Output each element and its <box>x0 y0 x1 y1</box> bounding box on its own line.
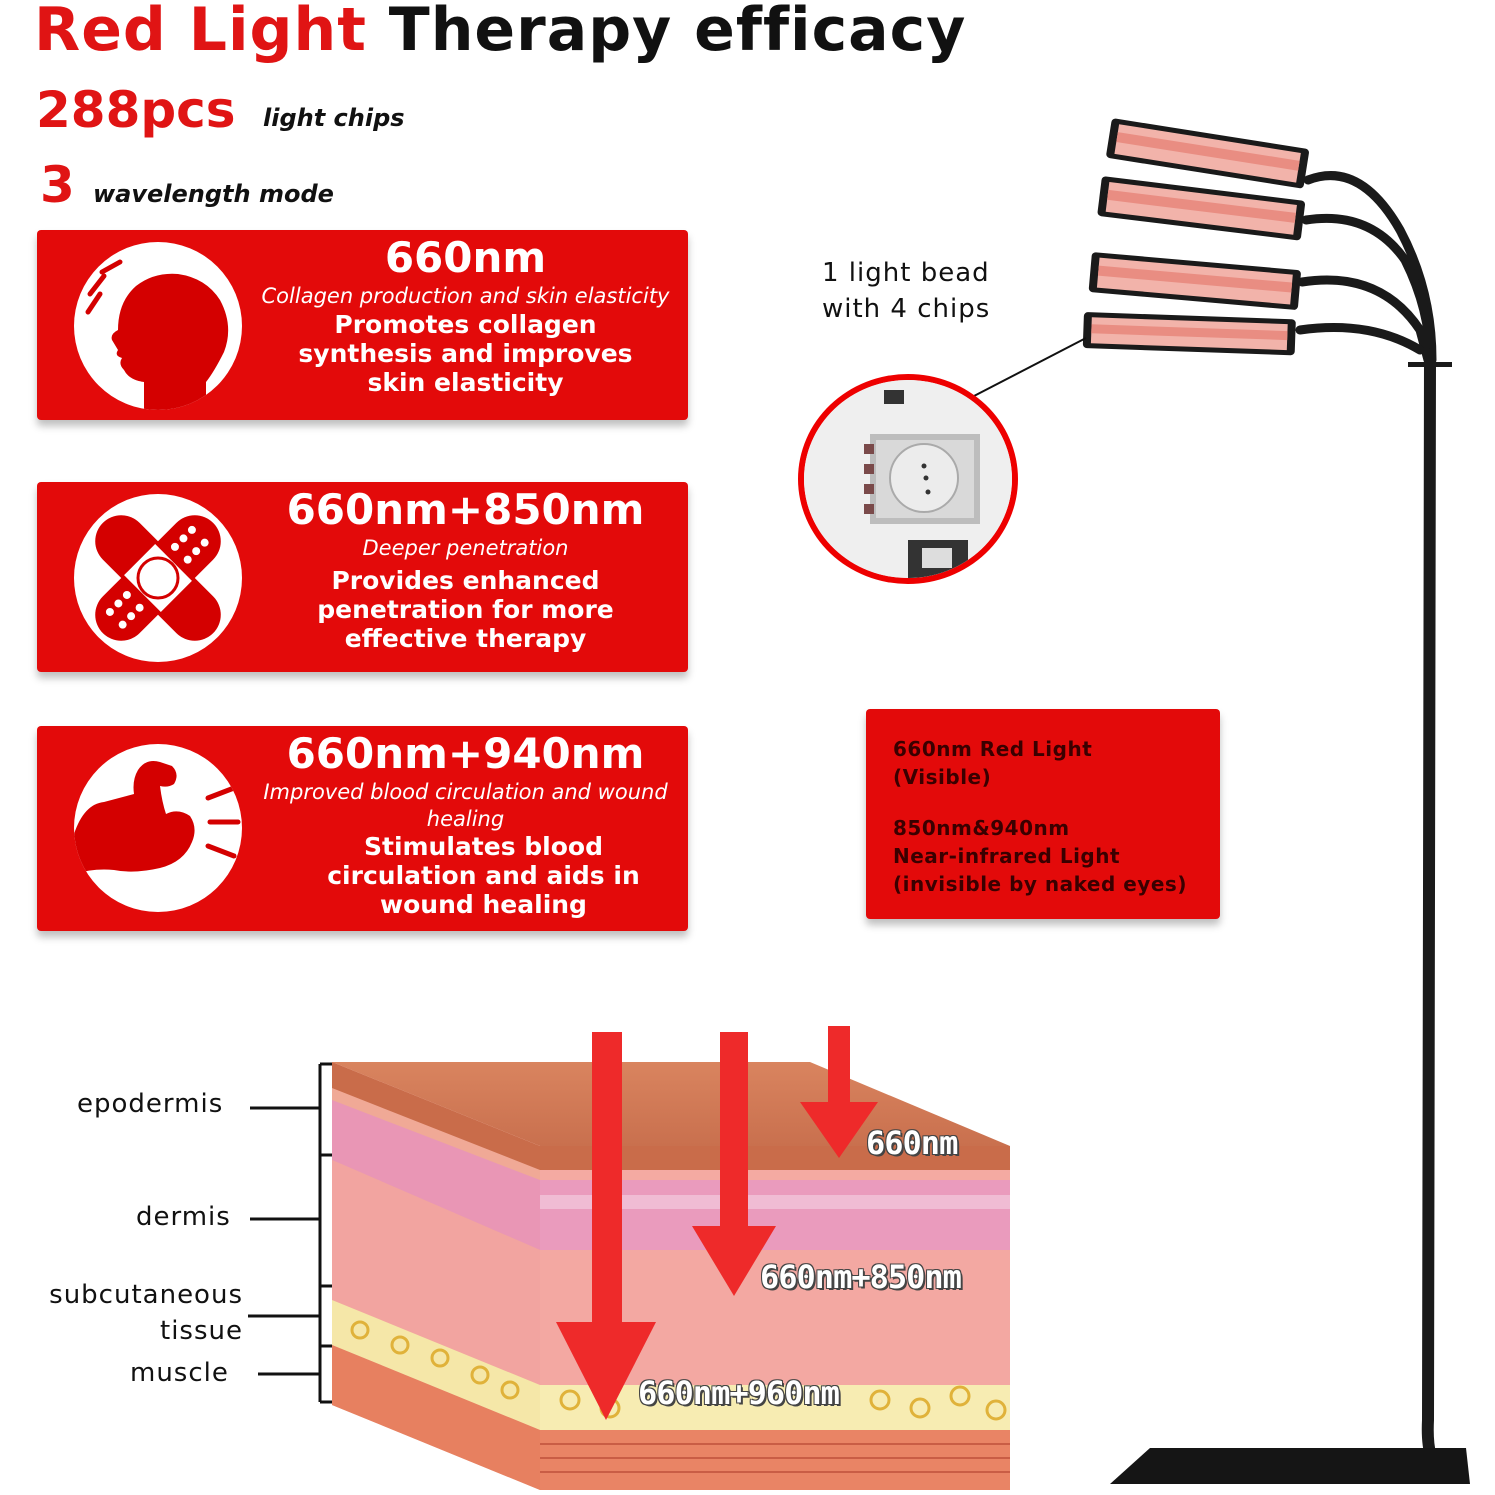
card-desc-line: wound healing <box>380 890 587 919</box>
label-subcutaneous: subcutaneous tissue <box>25 1277 243 1349</box>
card-desc-line: Provides enhanced <box>331 566 600 595</box>
card-desc-line: synthesis and improves <box>298 339 633 368</box>
label-subcutaneous-line: subcutaneous <box>49 1280 243 1310</box>
penetration-label-660-960: 660nm+960nm <box>638 1374 840 1412</box>
card-desc-line: skin elasticity <box>367 368 564 397</box>
label-subcutaneous-line: tissue <box>160 1316 243 1346</box>
mode-card-660: 660nm Collagen production and skin elast… <box>37 230 688 420</box>
card-text: 660nm+850nm Deeper penetration Provides … <box>249 485 682 654</box>
bead-label: 1 light bead with 4 chips <box>822 255 990 327</box>
card-wavelength: 660nm+850nm <box>286 485 645 534</box>
penetration-label-660: 660nm <box>866 1124 958 1162</box>
label-muscle: muscle <box>130 1358 229 1388</box>
wavelength-info-box: 660nm Red Light (Visible) 850nm&940nm Ne… <box>866 709 1220 919</box>
card-wavelength: 660nm <box>384 233 547 282</box>
modes-label: wavelength mode <box>93 180 334 208</box>
bandage-icon <box>74 494 242 662</box>
bead-label-line: with 4 chips <box>822 294 991 324</box>
card-desc-line: Promotes collagen <box>334 310 597 339</box>
info-nir-line: (invisible by naked eyes) <box>893 872 1187 896</box>
info-nir-line: 850nm&940nm <box>893 816 1070 840</box>
title-black-part: Therapy efficacy <box>388 0 967 65</box>
card-desc-line: Stimulates blood <box>363 832 603 861</box>
card-subtitle: Collagen production and skin elasticity <box>261 284 670 308</box>
label-dermis: dermis <box>136 1202 231 1232</box>
card-desc-line: circulation and aids in <box>327 861 640 890</box>
penetration-label-660-850: 660nm+850nm <box>760 1258 962 1296</box>
card-desc-line: penetration for more <box>317 595 614 624</box>
card-text: 660nm Collagen production and skin elast… <box>249 233 682 398</box>
card-subtitle: Deeper penetration <box>362 536 569 560</box>
bead-label-line: 1 light bead <box>822 258 990 288</box>
info-visible-line: (Visible) <box>893 765 992 789</box>
info-nir-line: Near-infrared Light <box>893 844 1121 868</box>
face-profile-icon <box>74 242 242 410</box>
modes-count: 3 <box>40 156 75 214</box>
card-subtitle-line: Improved blood circulation and wound <box>263 780 668 804</box>
light-bead-closeup <box>798 374 1018 584</box>
mode-card-660-940: 660nm+940nm Improved blood circulation a… <box>37 726 688 931</box>
chips-label: light chips <box>263 104 405 132</box>
flexed-arm-icon <box>74 744 242 912</box>
card-wavelength: 660nm+940nm <box>286 729 645 778</box>
info-visible-line: 660nm Red Light <box>893 737 1093 761</box>
mode-card-660-850: 660nm+850nm Deeper penetration Provides … <box>37 482 688 672</box>
card-subtitle-line: healing <box>426 807 505 831</box>
title-red-part: Red Light <box>34 0 367 65</box>
card-desc-line: effective therapy <box>344 624 587 653</box>
label-epidermis: epodermis <box>77 1089 224 1119</box>
chips-count: 288pcs <box>36 81 236 139</box>
page-title: Red Light Therapy efficacy <box>34 0 966 66</box>
card-text: 660nm+940nm Improved blood circulation a… <box>249 729 682 920</box>
